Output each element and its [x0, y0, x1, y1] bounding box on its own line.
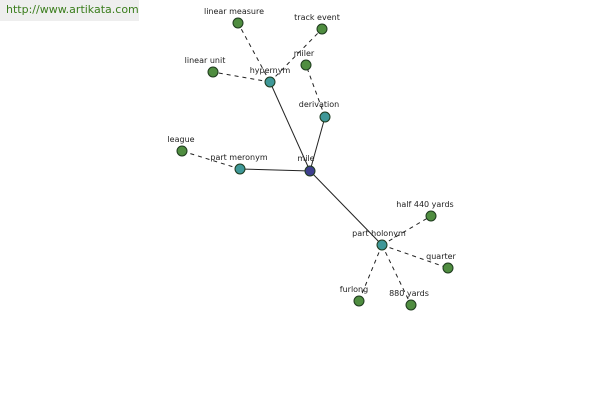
label-furlong: furlong	[340, 285, 368, 294]
edge-mile-to-part-holonym	[309, 170, 383, 246]
node-league[interactable]	[176, 145, 188, 157]
node-track-event[interactable]	[316, 23, 328, 35]
label-880-yards: 880 yards	[389, 289, 429, 298]
node-half-440-yards[interactable]	[425, 210, 437, 222]
edge-part-holonym-to-quarter	[381, 244, 449, 269]
node-part-meronym[interactable]	[234, 163, 246, 175]
edge-part-holonym-to-furlong	[358, 244, 383, 302]
node-linear-measure[interactable]	[232, 17, 244, 29]
node-hypernym[interactable]	[264, 76, 276, 88]
label-linear-measure: linear measure	[204, 7, 264, 16]
edge-hypernym-to-linear-measure	[237, 22, 271, 83]
edge-mile-to-derivation	[309, 116, 326, 172]
edge-derivation-to-miler	[305, 64, 326, 118]
watermark-banner: http://www.artikata.com	[0, 0, 139, 21]
label-derivation: derivation	[299, 100, 339, 109]
node-miler[interactable]	[300, 59, 312, 71]
watermark-url[interactable]: http://www.artikata.com	[6, 3, 139, 16]
label-league: league	[167, 135, 194, 144]
edge-part-holonym-to-half-440-yards	[381, 215, 432, 246]
edge-part-holonym-to-880-yards	[381, 244, 412, 306]
graph-labels: mile hypernym derivation part meronym part h…	[167, 7, 456, 298]
label-mile: mile	[297, 154, 314, 163]
edge-mile-to-part-meronym	[239, 168, 311, 172]
node-part-holonym[interactable]	[376, 239, 388, 251]
node-quarter[interactable]	[442, 262, 454, 274]
label-linear-unit: linear unit	[185, 56, 226, 65]
node-880-yards[interactable]	[405, 299, 417, 311]
label-part-meronym: part meronym	[210, 153, 267, 162]
label-part-holonym: part holonym	[352, 229, 406, 238]
node-linear-unit[interactable]	[207, 66, 219, 78]
graph-edges	[181, 22, 449, 306]
label-track-event: track event	[294, 13, 340, 22]
label-miler: miler	[294, 49, 315, 58]
edge-mile-to-hypernym	[269, 81, 311, 172]
label-quarter: quarter	[426, 252, 456, 261]
edge-hypernym-to-linear-unit	[212, 71, 271, 83]
graph-nodes	[176, 17, 454, 311]
node-furlong[interactable]	[353, 295, 365, 307]
label-hypernym: hypernym	[250, 66, 291, 75]
node-mile[interactable]	[304, 165, 316, 177]
node-derivation[interactable]	[319, 111, 331, 123]
edge-part-meronym-to-league	[181, 150, 241, 170]
label-half-440-yards: half 440 yards	[396, 200, 453, 209]
